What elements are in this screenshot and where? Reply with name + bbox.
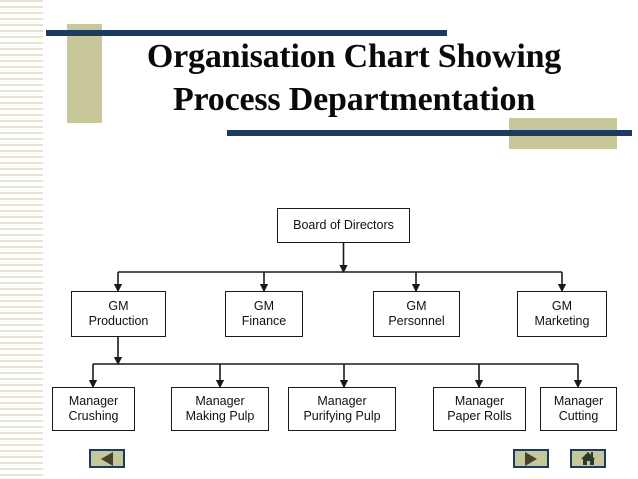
org-node-line-2: Cutting [558,409,599,423]
org-node-gm-production[interactable]: GM Production [71,291,166,337]
decorative-stripe-band [0,0,46,479]
org-node-gm-personnel[interactable]: GM Personnel [373,291,460,337]
org-node-line-1: Manager [454,394,505,408]
next-slide-button[interactable] [513,449,549,468]
org-node-manager-making-pulp[interactable]: Manager Making Pulp [171,387,269,431]
org-node-line-2: Finance [241,314,287,328]
org-node-line-2: Purifying Pulp [303,409,381,423]
org-node-line-2: Personnel [388,314,445,328]
org-node-board-of-directors[interactable]: Board of Directors [277,208,410,243]
org-node-manager-cutting[interactable]: Manager Cutting [540,387,617,431]
org-node-line-1: GM [406,299,427,313]
page-title: Organisation Chart Showing Process Depar… [96,36,612,122]
page-title-line-1: Organisation Chart Showing [146,38,562,75]
triangle-left-icon [101,451,113,466]
org-node-line-1: Manager [68,394,119,408]
title-rule-bottom [227,130,632,136]
triangle-right-icon [525,451,537,466]
org-node-line-2: Making Pulp [185,409,255,423]
org-node-line-2: Crushing [68,409,119,423]
org-node-manager-paper-rolls[interactable]: Manager Paper Rolls [433,387,526,431]
org-node-line-2: Production [88,314,149,328]
title-khaki-block-left [67,24,102,123]
home-slide-button[interactable] [570,449,606,468]
org-node-gm-finance[interactable]: GM Finance [225,291,303,337]
org-node-line-2: Marketing [534,314,590,328]
org-node-line-1: Manager [317,394,367,408]
previous-slide-button[interactable] [89,449,125,468]
org-node-line-1: Manager [195,394,245,408]
org-node-line-1: GM [108,299,129,313]
page-title-line-2: Process Departmentation [172,80,536,118]
org-node-gm-marketing[interactable]: GM Marketing [517,291,607,337]
org-node-line-2: Paper Rolls [447,409,512,423]
home-icon [580,452,596,465]
org-node-line-1: GM [551,299,573,313]
org-node-manager-crushing[interactable]: Manager Crushing [52,387,135,431]
title-rule-top [46,30,447,36]
org-node-line-1: Board of Directors [293,218,394,232]
org-node-manager-purifying-pulp[interactable]: Manager Purifying Pulp [288,387,396,431]
org-node-line-1: GM [253,299,275,313]
org-node-line-1: Manager [553,394,604,408]
